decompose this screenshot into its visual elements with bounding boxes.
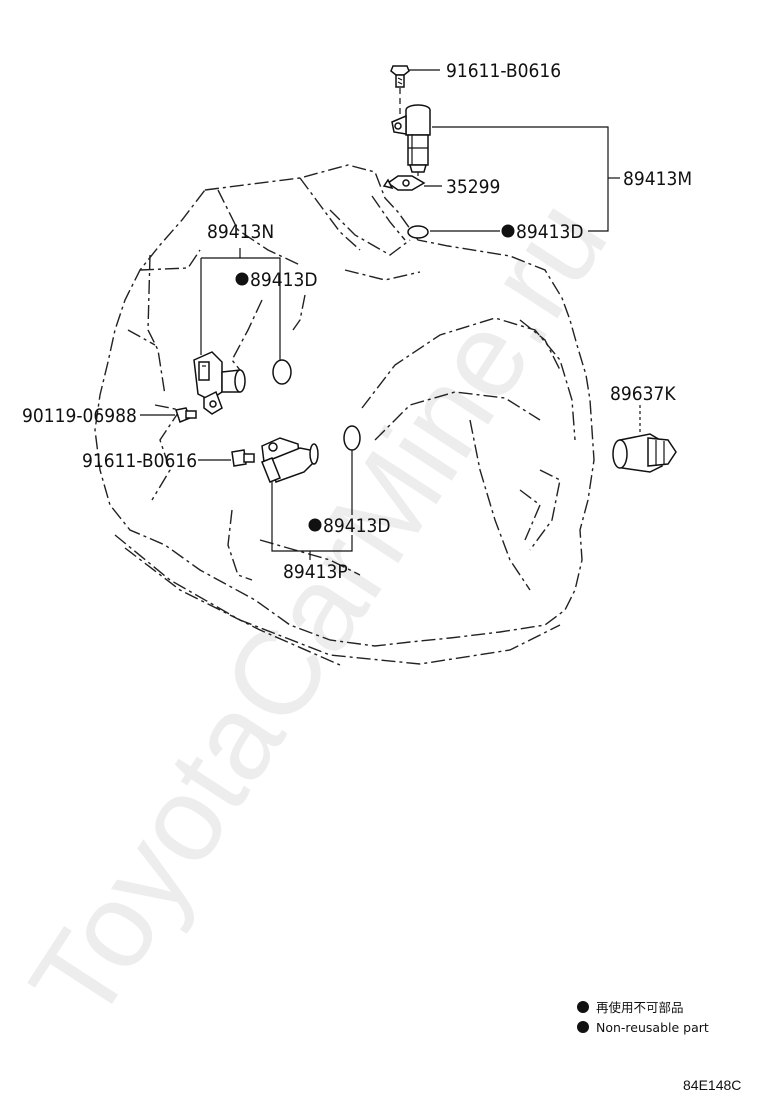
legend-text-en: Non-reusable part	[596, 1020, 709, 1035]
bolt-mid-icon	[231, 449, 255, 467]
diagram-code: 84E148C	[683, 1077, 741, 1093]
plate-icon	[382, 175, 426, 191]
label-sensor-left-group: 89413N	[207, 221, 274, 243]
gasket-left-icon	[272, 359, 292, 385]
non-reusable-dot-mid	[308, 518, 322, 532]
bolt-top-icon	[390, 65, 410, 88]
legend-dot-jp	[577, 1001, 589, 1013]
speed-sensor-mid-icon	[261, 437, 319, 483]
gasket-top-icon	[407, 225, 429, 239]
label-gasket-top: 89413D	[516, 221, 584, 243]
speed-sensor-top-icon	[391, 104, 431, 173]
label-bolt-left: 90119-06988	[22, 405, 137, 427]
label-bolt-top: 91611-B0616	[446, 60, 561, 82]
label-plate: 35299	[446, 176, 500, 198]
legend-text-jp: 再使用不可部品	[596, 1000, 684, 1015]
gasket-mid-icon	[343, 425, 361, 451]
label-sensor-right: 89637K	[610, 383, 676, 405]
non-reusable-dot-top	[501, 224, 515, 238]
watermark: ToyotaCarMine.ru	[4, 177, 632, 1044]
label-sensor-mid-group: 89413P	[283, 561, 348, 583]
non-reusable-dot-left	[235, 272, 249, 286]
legend: 再使用不可部品 Non-reusable part	[577, 1000, 709, 1035]
pressure-sensor-right-icon	[612, 433, 677, 473]
legend-dot-en	[577, 1021, 589, 1033]
label-bolt-mid: 91611-B0616	[82, 450, 197, 472]
speed-sensor-left-icon	[193, 351, 246, 415]
transmission-housing	[94, 164, 595, 666]
bolt-left-icon	[175, 407, 197, 423]
label-sensor-top-group: 89413M	[623, 168, 692, 190]
label-gasket-mid: 89413D	[323, 515, 391, 537]
label-gasket-left: 89413D	[250, 269, 318, 291]
